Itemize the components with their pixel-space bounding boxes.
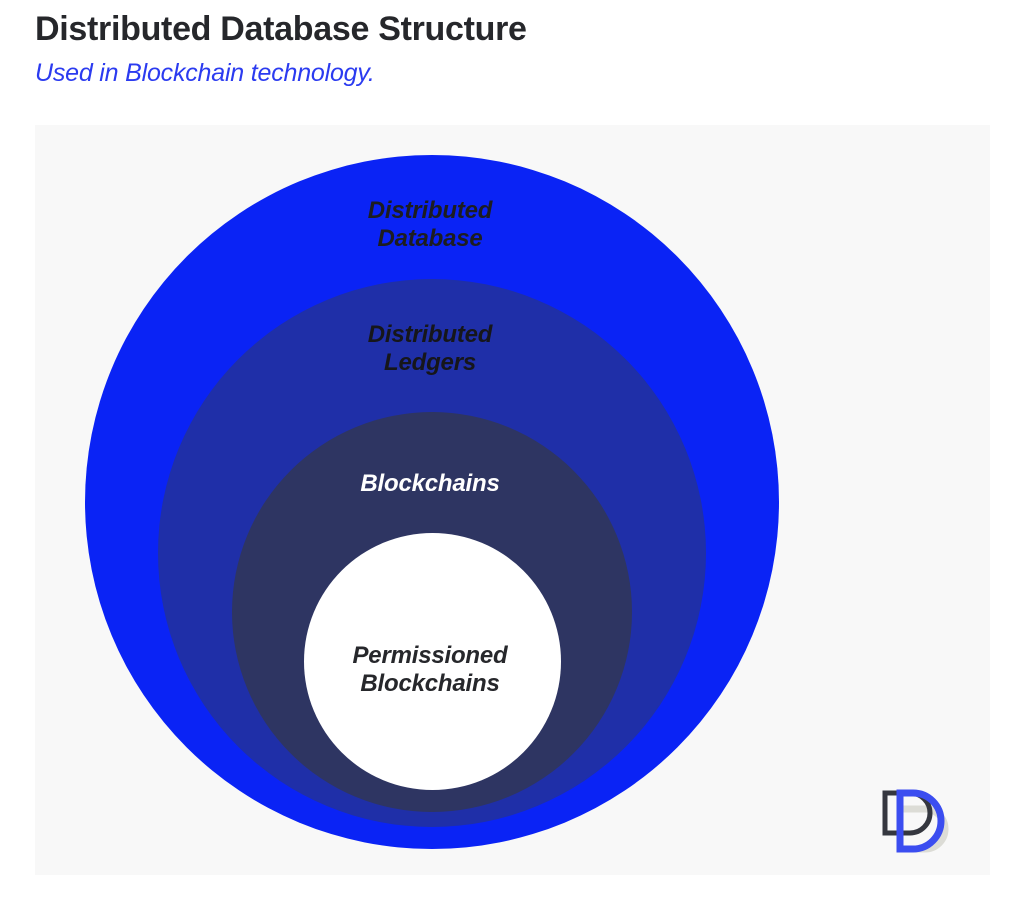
circle-permissioned-blockchains bbox=[304, 533, 561, 790]
brand-logo-icon bbox=[882, 789, 949, 853]
header: Distributed Database Structure Used in B… bbox=[35, 8, 990, 89]
page-subtitle: Used in Blockchain technology. bbox=[35, 58, 375, 87]
diagram-panel: Distributed Database Distributed Ledgers… bbox=[35, 125, 990, 875]
logo-d-dark bbox=[882, 790, 933, 836]
page-title: Distributed Database Structure bbox=[35, 10, 527, 48]
logo-d-blue bbox=[896, 789, 945, 853]
